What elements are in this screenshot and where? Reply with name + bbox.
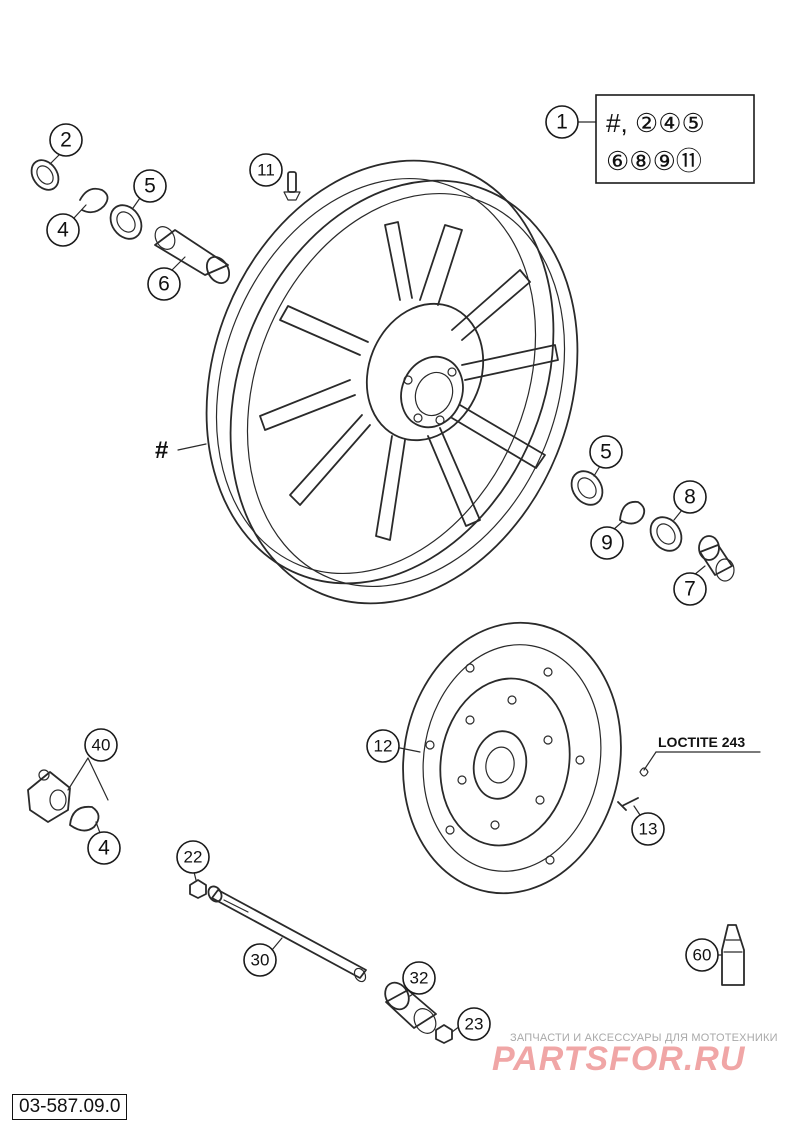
left-seal-part — [30, 159, 60, 191]
spacer-sleeve-part — [154, 226, 231, 285]
kit-ref-label: 1 — [556, 111, 568, 134]
svg-text:7: 7 — [684, 578, 696, 601]
callout-23: 23 — [451, 1007, 491, 1041]
callout-40: 40 — [67, 728, 118, 801]
callout-11: 11 — [249, 153, 283, 187]
wheel-label: # — [155, 437, 207, 464]
diagram-code: 03-587.09.0 — [12, 1094, 128, 1120]
callout-30: 30 — [243, 937, 283, 977]
svg-text:11: 11 — [257, 161, 275, 180]
svg-text:32: 32 — [410, 969, 429, 988]
left-circlip-part — [79, 187, 109, 214]
axle-nut-part — [189, 879, 207, 899]
loctite-bottle-part — [721, 924, 745, 986]
svg-text:23: 23 — [465, 1015, 484, 1034]
callout-5-upper: 5 — [132, 169, 167, 209]
left-bearing-part — [109, 204, 143, 240]
svg-text:30: 30 — [251, 951, 270, 970]
svg-text:6: 6 — [158, 273, 170, 296]
svg-text:5: 5 — [600, 441, 612, 464]
svg-text:22: 22 — [184, 848, 203, 867]
axle-spacer-part — [384, 981, 437, 1034]
callout-8: 8 — [673, 480, 707, 521]
kit-contents-box: 1 #, ②④⑤ ⑥⑧⑨⑪ — [545, 94, 755, 184]
svg-text:60: 60 — [693, 946, 712, 965]
watermark-brand: PARTSFOR.RU — [492, 1040, 746, 1078]
right-seal-part — [649, 516, 683, 552]
svg-text:#: # — [155, 437, 168, 464]
svg-text:40: 40 — [92, 736, 111, 755]
speedo-circlip-part — [69, 805, 100, 832]
callout-2: 2 — [49, 123, 83, 165]
loctite-note: LOCTITE 243 — [639, 734, 761, 777]
svg-text:2: 2 — [60, 129, 72, 152]
callout-6: 6 — [147, 256, 186, 301]
disc-bolt-part — [617, 797, 639, 811]
svg-text:4: 4 — [57, 219, 69, 242]
svg-text:5: 5 — [144, 175, 156, 198]
callout-32: 32 — [402, 961, 436, 997]
wheel-rim — [205, 159, 579, 605]
axle-part — [207, 885, 367, 983]
callout-5-lower: 5 — [589, 435, 623, 477]
speedo-drive-part — [27, 769, 71, 823]
watermark-subtitle: ЗАПЧАСТИ И АКСЕССУАРЫ ДЛЯ МОТОТЕХНИКИ — [510, 1032, 778, 1044]
svg-text:LOCTITE 243: LOCTITE 243 — [658, 734, 745, 750]
svg-text:4: 4 — [98, 837, 110, 860]
callout-22: 22 — [176, 840, 210, 881]
kit-contents-row2: ⑥⑧⑨⑪ — [606, 146, 702, 176]
svg-text:12: 12 — [374, 737, 393, 756]
valve-part — [283, 171, 301, 201]
right-circlip-part — [619, 500, 646, 525]
wheel-spokes — [259, 221, 559, 541]
kit-contents-row1: #, ②④⑤ — [606, 108, 705, 138]
right-spacer-part — [698, 535, 735, 582]
svg-text:9: 9 — [601, 532, 613, 555]
callout-9: 9 — [590, 521, 624, 560]
callout-13: 13 — [631, 805, 665, 846]
right-bearing-part — [570, 470, 604, 506]
svg-text:13: 13 — [639, 820, 658, 839]
svg-text:8: 8 — [684, 486, 696, 509]
callout-60: 60 — [685, 938, 723, 972]
callout-12: 12 — [366, 729, 421, 763]
brake-disc — [402, 621, 622, 895]
wheel-hub — [365, 302, 485, 442]
callout-7: 7 — [673, 565, 707, 606]
callout-4-lower: 4 — [87, 821, 121, 865]
callout-4-upper: 4 — [46, 204, 87, 247]
axle-end-nut-part — [435, 1024, 453, 1044]
